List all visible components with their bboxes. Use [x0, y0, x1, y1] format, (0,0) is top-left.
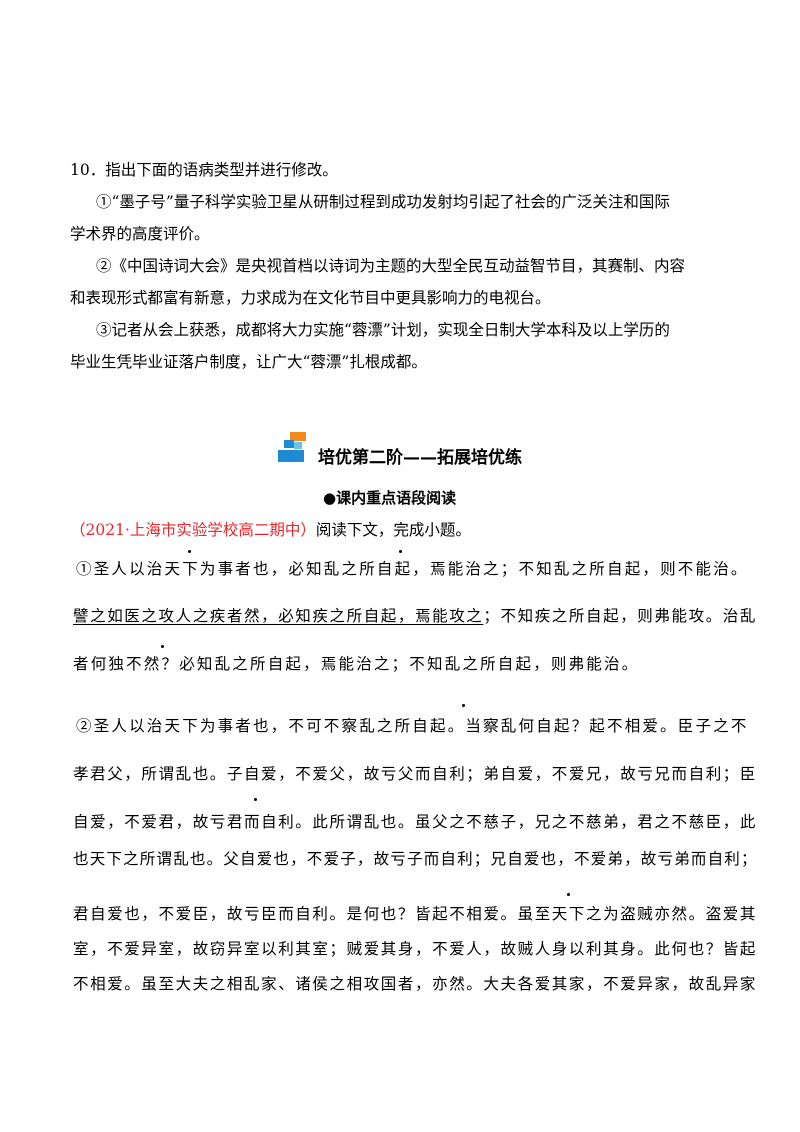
source-instruction: 阅读下文，完成小题。 [315, 521, 471, 539]
source-citation: （2021·上海市实验学校高二期中） [70, 521, 316, 539]
section-title: 培优第二阶——拓展培优练 [318, 448, 522, 468]
source-line: （2021·上海市实验学校高二期中）阅读下文，完成小题。 [70, 518, 471, 540]
passage-1-line-2: 譬之如医之攻人之疾者然，必知疾之所自起，焉能攻之；不知疾之所自起，则弗能攻。治乱 [73, 604, 757, 626]
question-10-item-3-line-2: 毕业生凭毕业证落户制度，让广大“蓉漂”扎根成都。 [70, 353, 427, 371]
passage-1-line-1: ①圣人以治天下为事者也，必知乱之所自起，焉能治之；不知乱之所自起，则不能治。 [76, 560, 749, 578]
question-10-item-1-line-1: ①“墨子号”量子科学实验卫星从研制过程到成功发射均引起了社会的广泛关注和国际 [96, 193, 670, 211]
emphasis-dot [462, 704, 465, 707]
emphasis-dot [161, 645, 164, 648]
emphasis-dot [567, 893, 570, 896]
passage-2-line-5: 君自爱也，不爱臣，故亏臣而自利。是何也？皆起不相爱。虽至天下之为盗贼亦然。盗爱其 [73, 905, 758, 923]
passage-1-underlined-text: 譬之如医之攻人之疾者然，必知疾之所自起，焉能攻之 [73, 607, 484, 625]
section-logo-icon [278, 432, 306, 462]
question-10-title: 10．指出下面的语病类型并进行修改。 [70, 161, 338, 179]
emphasis-dot [188, 550, 191, 553]
passage-1-line-2-rest: ；不知疾之所自起，则弗能攻。治乱 [483, 607, 758, 625]
question-10-item-1-line-2: 学术界的高度评价。 [70, 225, 210, 243]
passage-2-line-1: ②圣人以治天下为事者也，不可不察乱之所自起。当察乱何自起？起不相爱。臣子之不 [76, 717, 749, 735]
passage-2-line-7: 不相爱。虽至大夫之相乱家、诸侯之相攻国者，亦然。大夫各爱其家，不爱异家，故乱异家 [73, 975, 758, 993]
passage-2-line-4: 也天下之所谓乱也。父自爱也，不爱子，故亏子而自利；兄自爱也，不爱弟，故亏弟而自利… [73, 850, 758, 868]
emphasis-dot [399, 550, 402, 553]
question-10-item-2-line-1: ②《中国诗词大会》是央视首档以诗词为主题的大型全民互动益智节目，其赛制、内容 [96, 257, 686, 275]
passage-2-line-6: 室，不爱异室，故窃异室以利其室；贼爱其身，不爱人，故贼人身以利其身。此何也？皆起 [73, 940, 758, 958]
section-subtitle: ●课内重点语段阅读 [323, 489, 457, 507]
passage-2-line-3: 自爱，不爱君，故亏君而自利。此所谓乱也。虽父之不慈子，兄之不慈弟，君之不慈臣，此 [73, 813, 758, 831]
passage-1-line-3: 者何独不然？必知乱之所自起，焉能治之；不知乱之所自起，则弗能治。 [73, 655, 640, 673]
question-10-item-2-line-2: 和表现形式都富有新意，力求成为在文化节目中更具影响力的电视台。 [70, 289, 551, 307]
question-10-item-3-line-1: ③记者从会上获悉，成都将大力实施“蓉漂”计划，实现全日制大学本科及以上学历的 [96, 321, 670, 339]
passage-2-line-2: 孝君父，所谓乱也。子自爱，不爱父，故亏父而自利；弟自爱，不爱兄，故亏兄而自利；臣 [73, 765, 758, 783]
emphasis-dot [254, 798, 257, 801]
